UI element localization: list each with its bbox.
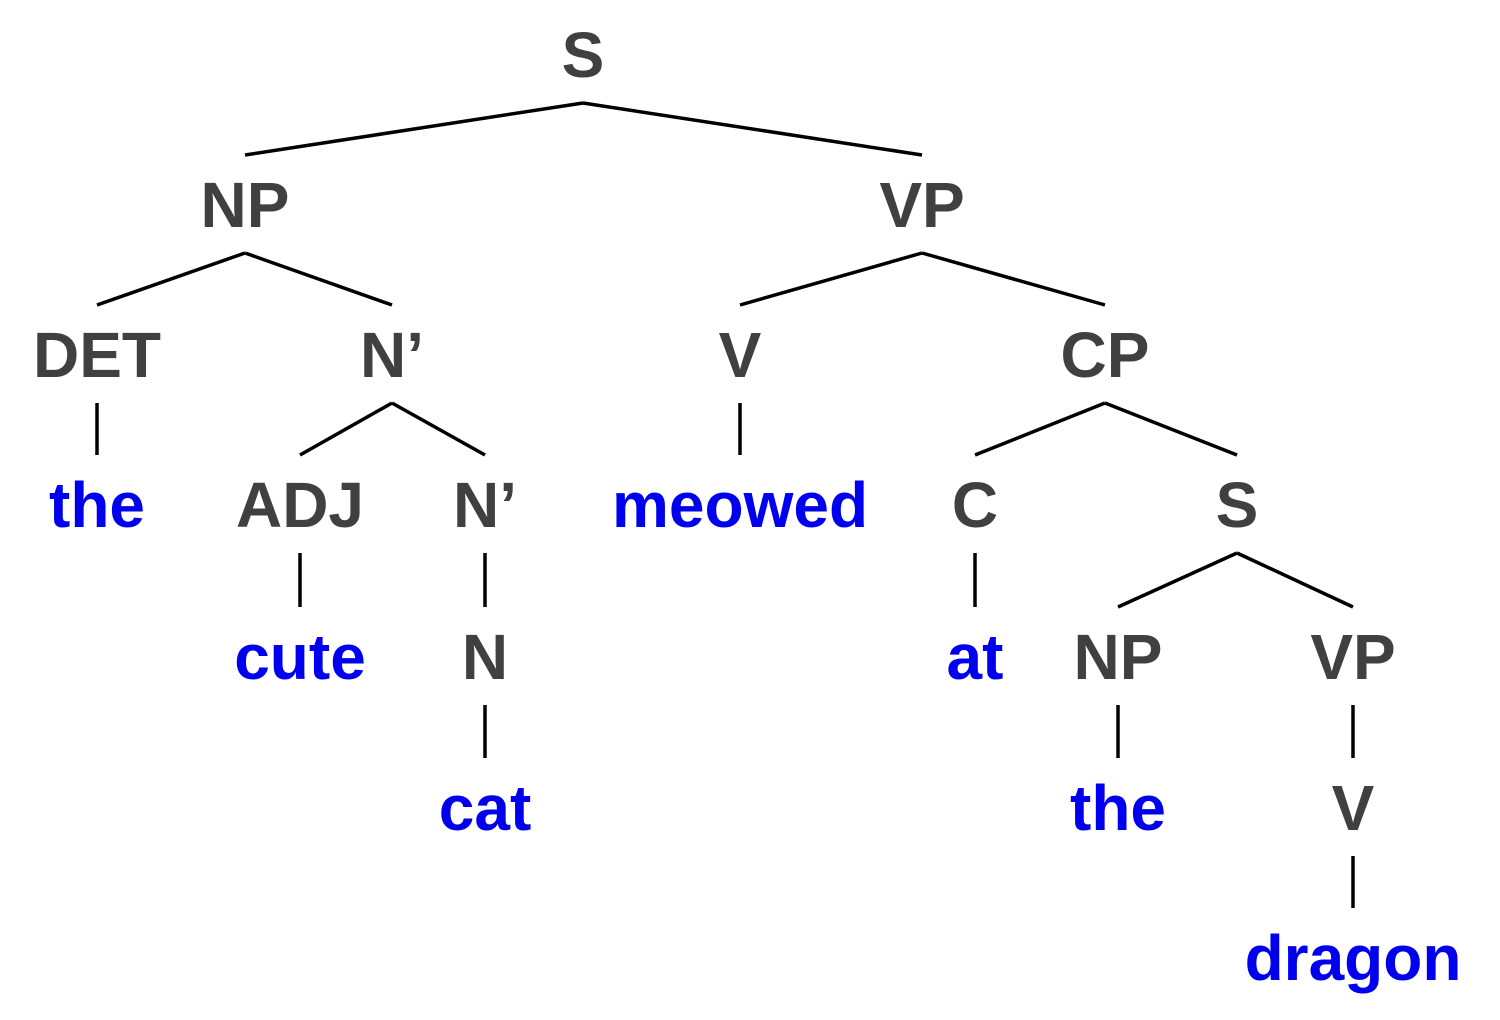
edge-nbar1-nbar2	[391, 401, 486, 457]
node-nbar1: N’	[360, 319, 424, 391]
node-n1: N	[461, 621, 509, 693]
word-w-meowed: meowed	[611, 469, 869, 541]
edge-vp1-v1	[739, 251, 923, 307]
word-w-cat: cat	[438, 772, 532, 844]
node-np1: NP	[200, 169, 290, 241]
node-cp1: CP	[1060, 319, 1150, 391]
edge-s1-vp1	[582, 101, 923, 157]
word-w-cute: cute	[234, 621, 366, 693]
word-w-dragon: dragon	[1244, 922, 1462, 994]
word-w-the1: the	[49, 469, 145, 541]
node-nbar2: N’	[453, 469, 517, 541]
node-adj1: ADJ	[235, 469, 365, 541]
node-det1: DET	[33, 319, 161, 391]
node-np2: NP	[1073, 621, 1163, 693]
edge-s2-np2	[1117, 551, 1238, 609]
node-vp2: VP	[1310, 621, 1396, 693]
node-s2: S	[1215, 469, 1259, 541]
node-v2: V	[1331, 772, 1375, 844]
node-s1: S	[561, 19, 605, 91]
word-w-the2: the	[1070, 772, 1166, 844]
word-w-at: at	[946, 621, 1004, 693]
edge-cp1-s2	[1104, 401, 1238, 457]
edge-s2-vp2	[1236, 551, 1354, 609]
node-c1: C	[951, 469, 999, 541]
edge-cp1-c1	[974, 401, 1106, 457]
edge-nbar1-adj1	[299, 401, 393, 457]
edge-vp1-cp1	[921, 251, 1106, 307]
node-v1: V	[718, 319, 762, 391]
edge-s1-np1	[244, 101, 584, 157]
edge-np1-nbar1	[244, 251, 393, 307]
edge-np1-det1	[96, 251, 246, 307]
node-vp1: VP	[879, 169, 965, 241]
